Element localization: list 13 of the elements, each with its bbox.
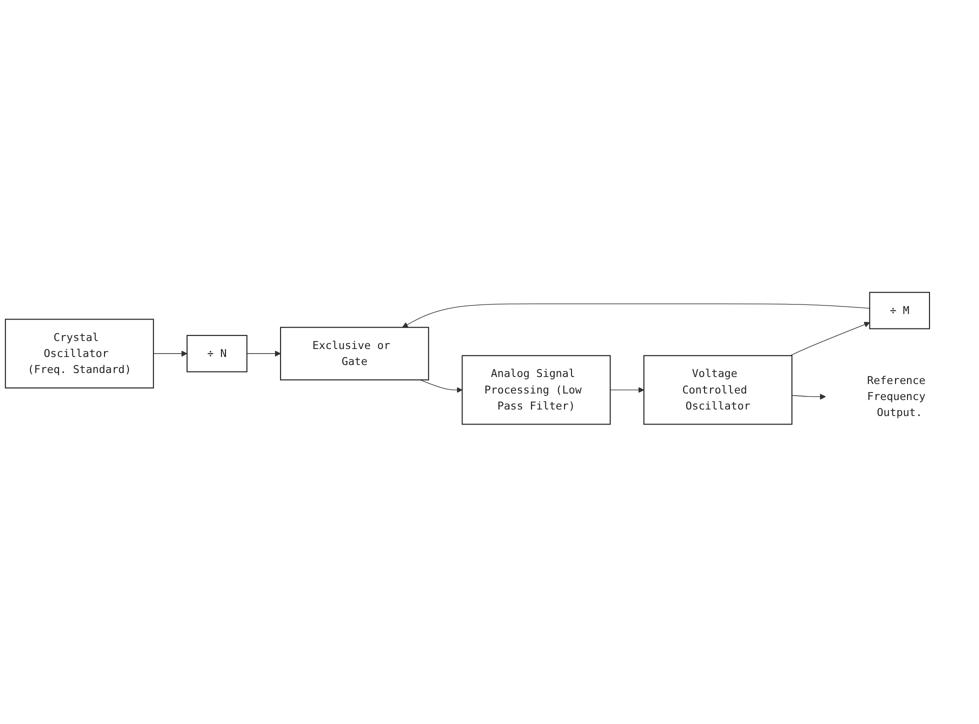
node-box: ÷ N bbox=[186, 335, 248, 373]
arrow bbox=[792, 394, 826, 400]
node-box: Crystal Oscillator (Freq. Standard) bbox=[4, 319, 154, 389]
arrow bbox=[402, 304, 870, 328]
arrow bbox=[246, 350, 281, 357]
node-box: ÷ M bbox=[869, 292, 930, 330]
arrow bbox=[610, 387, 644, 394]
node-box: Voltage Controlled Oscillator bbox=[643, 355, 792, 426]
arrow bbox=[790, 322, 870, 356]
arrow bbox=[153, 350, 188, 357]
node-text: Reference Frequency Output. bbox=[867, 374, 926, 420]
node-box: Exclusive or Gate bbox=[280, 327, 430, 381]
node-box: Analog Signal Processing (Low Pass Filter) bbox=[462, 355, 611, 426]
